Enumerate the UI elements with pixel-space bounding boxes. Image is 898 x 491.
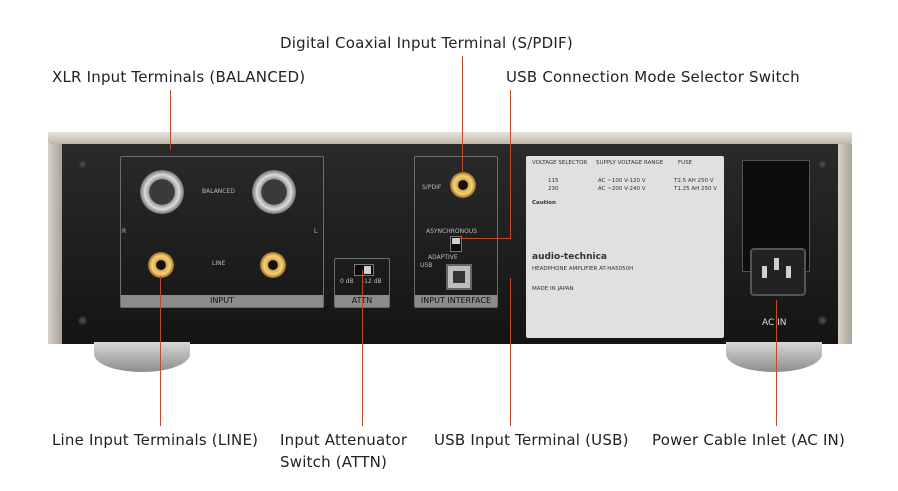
top-frame: [48, 132, 852, 144]
plate-made-in: MADE IN JAPAN: [532, 286, 574, 292]
plate-row2-v: 230: [548, 186, 559, 192]
plate-row2-fuse: T1.25 AH 250 V: [674, 186, 718, 192]
plate-row2-range: AC ~200 V-240 V: [598, 186, 646, 192]
asynchronous-label: ASYNCHRONOUS: [426, 228, 478, 235]
input-interface-label: INPUT INTERFACE: [415, 295, 497, 307]
attn-switch[interactable]: [354, 264, 374, 276]
foot-right: [726, 342, 822, 372]
plate-row1-fuse: T2.5 AH 250 V: [674, 178, 714, 184]
leader-attn: [362, 270, 363, 426]
plate-brand: audio-technica: [532, 252, 607, 262]
usb-mode-switch[interactable]: [450, 236, 462, 252]
rca-jack-right[interactable]: [148, 252, 174, 278]
leader-power: [776, 300, 777, 426]
attn-0db-label: 0 dB: [340, 278, 354, 285]
callout-digital-coaxial: Digital Coaxial Input Terminal (S/PDIF): [280, 34, 573, 52]
attn-12db-label: -12 dB: [362, 278, 382, 285]
callout-xlr: XLR Input Terminals (BALANCED): [52, 68, 306, 86]
callout-attn-1: Input Attenuator: [280, 431, 408, 449]
screw-3: [818, 160, 827, 169]
plate-col2: SUPPLY VOLTAGE RANGE: [596, 160, 664, 166]
balanced-label: BALANCED: [202, 188, 235, 195]
input-group: INPUT: [120, 156, 324, 308]
plate-model: HEADPHONE AMPLIFIER AT-HA5050H: [532, 266, 634, 272]
callout-power: Power Cable Inlet (AC IN): [652, 431, 846, 449]
input-interface-group: INPUT INTERFACE: [414, 156, 498, 308]
leader-usb-mode-h: [460, 238, 511, 239]
plate-col1: VOLTAGE SELECTOR: [532, 160, 588, 166]
plate-caution: Caution: [532, 200, 556, 206]
adaptive-label: ADAPTIVE: [428, 254, 458, 261]
channel-r-label: R: [122, 228, 127, 235]
line-label: LINE: [212, 260, 226, 267]
ac-in-label: AC IN: [762, 318, 787, 328]
device-rear-panel: INPUT BALANCED LINE R L ATTN 0 dB -12 dB…: [48, 132, 852, 344]
screw-2: [78, 316, 87, 325]
input-group-label: INPUT: [121, 295, 323, 307]
plate-row1-range: AC ~100 V-120 V: [598, 178, 646, 184]
usb-b-port[interactable]: [446, 264, 472, 290]
rca-jack-left[interactable]: [260, 252, 286, 278]
ac-inlet[interactable]: [750, 248, 806, 296]
side-frame-right: [838, 144, 852, 344]
plate-col3: FUSE: [678, 160, 693, 166]
label-plate: VOLTAGE SELECTOR SUPPLY VOLTAGE RANGE FU…: [526, 156, 724, 338]
usb-label: USB: [420, 262, 433, 269]
leader-usb-input: [510, 278, 511, 426]
screw-4: [818, 316, 827, 325]
callout-usb-input: USB Input Terminal (USB): [434, 431, 629, 449]
screw-1: [78, 160, 87, 169]
callout-attn-2: Switch (ATTN): [280, 453, 388, 471]
channel-l-label: L: [314, 228, 318, 235]
callout-usb-mode: USB Connection Mode Selector Switch: [506, 68, 800, 86]
side-frame-left: [48, 144, 62, 344]
spdif-label: S/PDIF: [422, 184, 442, 191]
plate-row1-v: 115: [548, 178, 559, 184]
xlr-jack-right[interactable]: [140, 170, 184, 214]
foot-left: [94, 342, 190, 372]
leader-line: [160, 276, 161, 426]
leader-xlr: [170, 90, 171, 150]
callout-line: Line Input Terminals (LINE): [52, 431, 259, 449]
leader-usb-mode-v: [510, 90, 511, 238]
leader-digital-coaxial: [462, 56, 463, 172]
spdif-jack[interactable]: [450, 172, 476, 198]
xlr-jack-left[interactable]: [252, 170, 296, 214]
